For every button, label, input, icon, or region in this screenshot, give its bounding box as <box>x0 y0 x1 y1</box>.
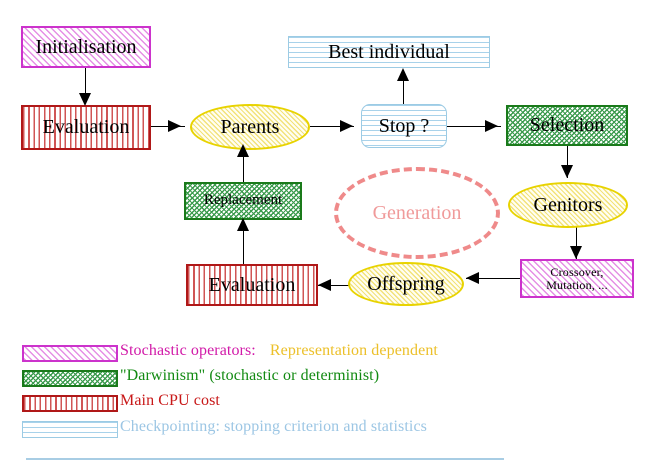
legend-row-cpu-cost: Main CPU cost <box>0 390 662 416</box>
arrowhead-parents-stop <box>340 120 353 132</box>
legend-label-stochastic: Stochastic operators: Representation depe… <box>120 342 438 360</box>
node-parents[interactable]: Parents <box>190 104 310 150</box>
arrowhead-offspring-evaluation <box>318 279 331 291</box>
node-evaluation-bottom[interactable]: Evaluation <box>186 264 318 306</box>
edge-stop-best <box>403 70 405 104</box>
node-offspring[interactable]: Offspring <box>348 262 464 306</box>
edge-parents-stop <box>310 126 354 128</box>
legend-swatch-green-hatch <box>22 370 118 387</box>
node-stop[interactable]: Stop ? <box>361 104 447 148</box>
node-generation-loop: Generation <box>334 167 500 259</box>
arrowhead-crossover-offspring <box>466 272 479 284</box>
bottom-divider <box>26 458 504 460</box>
arrowhead-selection-genitors <box>561 165 573 178</box>
arrowhead-genitors-crossover <box>570 246 582 259</box>
edge-genitors-crossover <box>576 226 578 260</box>
legend-label-cpu-cost: Main CPU cost <box>120 392 220 409</box>
edge-selection-genitors <box>567 146 569 178</box>
node-evaluation-top[interactable]: Evaluation <box>21 105 151 150</box>
legend-label-stochastic-secondary: Representation dependent <box>269 342 438 359</box>
node-generation-label: Generation <box>372 201 462 224</box>
edge-evaluation-replacement <box>243 220 245 266</box>
legend-swatch-red-vertical <box>22 395 118 412</box>
edge-stop-selection <box>447 126 501 128</box>
legend-swatch-magenta-hatch <box>22 345 118 362</box>
legend-swatch-blue-horizontal <box>22 421 118 438</box>
legend-label-checkpointing: Checkpointing: stopping criterion and st… <box>120 418 427 435</box>
arrowhead-replacement-parents <box>237 144 249 157</box>
arrowhead-stop-best <box>397 68 409 81</box>
arrowhead-evaluation-parents <box>168 120 181 132</box>
legend-label-darwinism: "Darwinism" (stochastic or determinist) <box>120 367 380 384</box>
legend-row-darwinism: "Darwinism" (stochastic or determinist) <box>0 365 662 391</box>
arrowhead-stop-selection <box>485 120 498 132</box>
edge-offspring-evaluation <box>318 285 352 287</box>
node-genitors[interactable]: Genitors <box>508 182 628 228</box>
legend-row-stochastic: Stochastic operators: Representation depe… <box>0 340 662 366</box>
node-best-individual[interactable]: Best individual <box>288 36 490 68</box>
node-initialisation[interactable]: Initialisation <box>21 26 151 68</box>
arrowhead-initialisation-evaluation <box>79 93 91 106</box>
arrowhead-evaluation-replacement <box>237 218 249 231</box>
node-replacement[interactable]: Replacement <box>184 182 302 220</box>
edge-crossover-offspring <box>466 278 522 280</box>
node-selection[interactable]: Selection <box>506 105 628 146</box>
edge-initialisation-evaluation <box>85 68 87 98</box>
legend-row-checkpointing: Checkpointing: stopping criterion and st… <box>0 416 662 442</box>
legend-label-stochastic-primary: Stochastic operators: <box>120 342 256 359</box>
edge-replacement-parents <box>243 146 245 184</box>
node-crossover-mutation[interactable]: Crossover, Mutation, ... <box>520 259 634 298</box>
